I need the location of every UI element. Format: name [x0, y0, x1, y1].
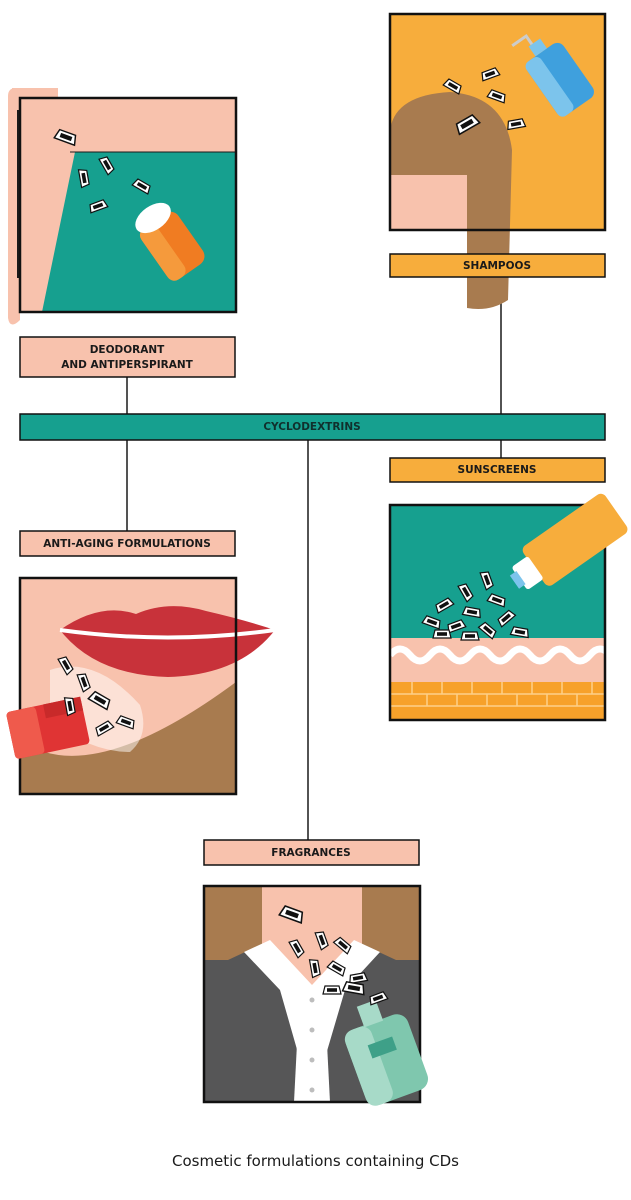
- fragrances-label: FRAGRANCES: [271, 847, 350, 859]
- fragrances-label-box: FRAGRANCES: [203, 839, 420, 866]
- fragrances-panel: [202, 884, 429, 1106]
- shampoo-bottle-icon: [511, 33, 594, 117]
- sunscreen-tube-icon: [509, 493, 628, 590]
- lips-icon: [60, 606, 275, 677]
- perfume-bottle-icon: [344, 999, 429, 1106]
- sunscreens-label-box: SUNSCREENS: [389, 457, 606, 483]
- anti-aging-panel: [6, 576, 276, 796]
- deodorant-label-line2: AND ANTIPERSPIRANT: [61, 359, 193, 371]
- hub-box: CYCLODEXTRINS: [19, 413, 606, 441]
- sunscreens-panel: [388, 493, 628, 722]
- sunscreens-label: SUNSCREENS: [458, 464, 537, 476]
- deodorant-panel: [8, 88, 238, 325]
- deodorant-label-box: DEODORANT AND ANTIPERSPIRANT: [19, 336, 236, 378]
- deodorant-bottle-icon: [135, 202, 205, 281]
- anti-aging-label: ANTI-AGING FORMULATIONS: [43, 538, 211, 550]
- deodorant-label-line1: DEODORANT: [90, 344, 165, 356]
- anti-aging-label-box: ANTI-AGING FORMULATIONS: [19, 530, 236, 557]
- hub-label: CYCLODEXTRINS: [263, 421, 360, 433]
- shampoos-label: SHAMPOOS: [463, 260, 531, 272]
- shampoos-panel: [388, 12, 607, 309]
- shampoos-label-box: SHAMPOOS: [389, 253, 606, 278]
- figure-caption: Cosmetic formulations containing CDs: [171, 1152, 459, 1170]
